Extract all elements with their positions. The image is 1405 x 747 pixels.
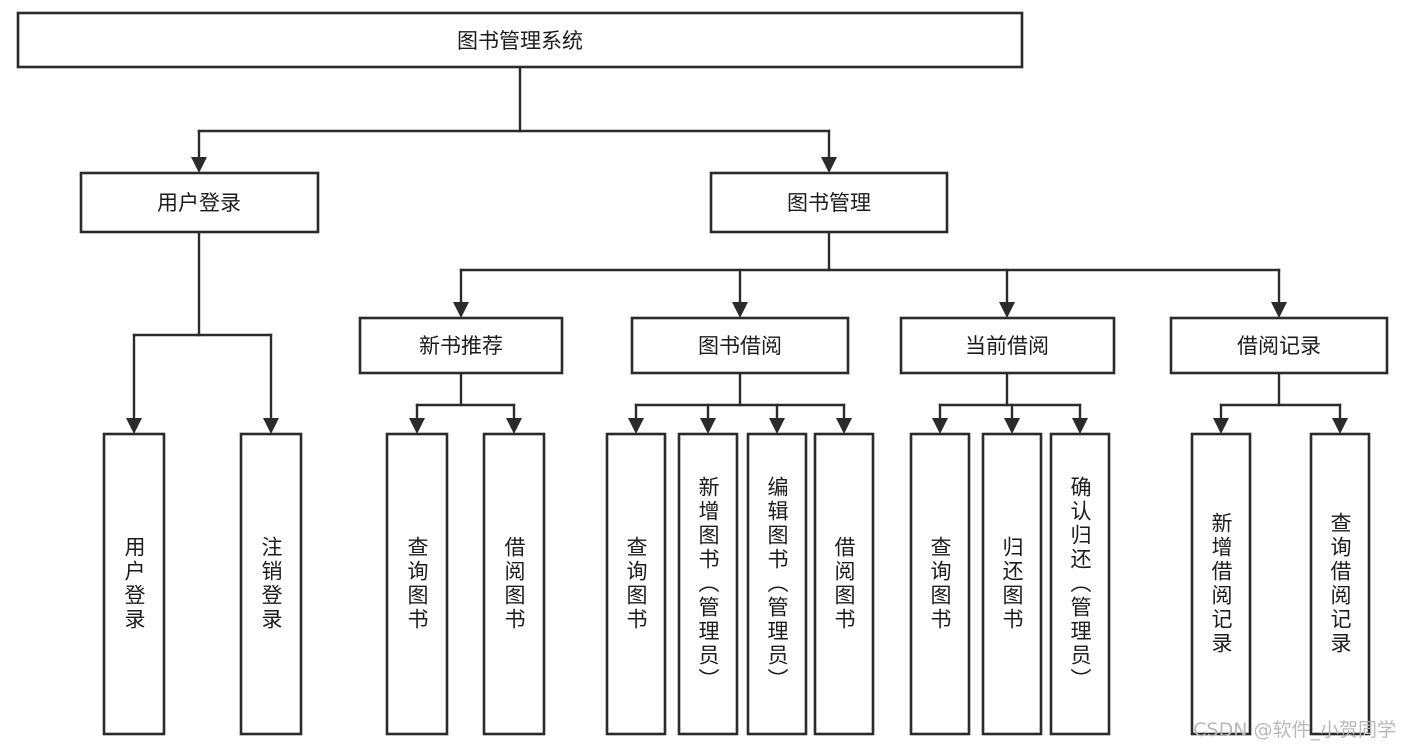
node-leaf-user-logout[interactable]: 注销登录 <box>239 432 303 736</box>
arrow-head-book-manage <box>821 157 837 173</box>
node-leaf-query-borrow-record-label: 查询借阅记录 <box>1328 512 1352 656</box>
node-current-borrow[interactable]: 当前借阅 <box>899 316 1116 375</box>
arrow-head-leaf-user-logout <box>263 418 279 434</box>
node-root-box[interactable] <box>16 11 1024 69</box>
arrow-head-new-book-recommend <box>453 302 469 318</box>
node-new-book-recommend-box[interactable] <box>358 316 564 375</box>
node-book-borrow[interactable]: 图书借阅 <box>630 316 850 375</box>
arrow-head-leaf-add-book <box>700 418 716 434</box>
node-leaf-return-book[interactable]: 归还图书 <box>981 432 1043 736</box>
node-user-login-box[interactable] <box>79 171 320 234</box>
node-leaf-edit-book-label: 编辑图书（管理员） <box>765 476 789 692</box>
node-leaf-user-login-label: 用户登录 <box>122 536 146 632</box>
node-leaf-borrow-book-label: 借阅图书 <box>832 536 856 632</box>
arrow-head-leaf-borrow-book <box>836 418 852 434</box>
node-leaf-edit-book-box[interactable] <box>746 432 808 736</box>
arrow-head-leaf-query-book-current <box>932 418 948 434</box>
node-book-manage-label: 图书管理 <box>787 191 871 215</box>
node-leaf-add-book-box[interactable] <box>677 432 739 736</box>
arrow-head-current-borrow <box>999 302 1015 318</box>
node-leaf-query-book-recommend-box[interactable] <box>385 432 449 736</box>
watermark-text: CSDN @软件_小贺同学 <box>1193 719 1396 741</box>
node-new-book-recommend-label: 新书推荐 <box>419 334 503 358</box>
node-leaf-query-book-current-label: 查询图书 <box>928 536 952 632</box>
node-book-borrow-box[interactable] <box>630 316 850 375</box>
node-leaf-borrow-book[interactable]: 借阅图书 <box>813 432 875 736</box>
connector-layer <box>126 65 1348 434</box>
node-leaf-query-borrow-record[interactable]: 查询借阅记录 <box>1309 432 1371 736</box>
arrow-head-borrow-record <box>1271 302 1287 318</box>
node-leaf-confirm-return-label: 确认归还（管理员） <box>1068 476 1092 692</box>
arrow-head-leaf-add-borrow-record <box>1213 418 1229 434</box>
node-user-login-label: 用户登录 <box>157 191 241 215</box>
node-borrow-record-label: 借阅记录 <box>1237 334 1321 358</box>
node-leaf-borrow-book-box[interactable] <box>813 432 875 736</box>
node-leaf-confirm-return[interactable]: 确认归还（管理员） <box>1049 432 1111 736</box>
node-leaf-query-book-borrow[interactable]: 查询图书 <box>605 432 667 736</box>
arrow-head-leaf-query-borrow-record <box>1332 418 1348 434</box>
node-book-borrow-label: 图书借阅 <box>698 334 782 358</box>
node-leaf-edit-book[interactable]: 编辑图书（管理员） <box>746 432 808 736</box>
node-leaf-query-book-borrow-label: 查询图书 <box>624 536 648 632</box>
arrow-head-leaf-query-book-recommend <box>409 418 425 434</box>
node-current-borrow-box[interactable] <box>899 316 1116 375</box>
arrow-head-leaf-borrow-book-recommend <box>506 418 522 434</box>
node-root-label: 图书管理系统 <box>457 29 583 53</box>
arrow-head-leaf-query-book-borrow <box>628 418 644 434</box>
arrow-head-user-login <box>191 157 207 173</box>
node-leaf-return-book-label: 归还图书 <box>1000 536 1024 632</box>
node-user-login[interactable]: 用户登录 <box>79 171 320 234</box>
arrow-head-book-borrow <box>732 302 748 318</box>
node-leaf-query-borrow-record-box[interactable] <box>1309 432 1371 736</box>
node-leaf-user-logout-label: 注销登录 <box>259 536 283 632</box>
node-leaf-user-login[interactable]: 用户登录 <box>102 432 166 736</box>
arrow-head-leaf-user-login <box>126 418 142 434</box>
node-root[interactable]: 图书管理系统 <box>16 11 1024 69</box>
node-leaf-confirm-return-box[interactable] <box>1049 432 1111 736</box>
node-borrow-record[interactable]: 借阅记录 <box>1169 316 1389 375</box>
node-leaf-query-book-recommend-label: 查询图书 <box>405 536 429 632</box>
node-leaf-user-logout-box[interactable] <box>239 432 303 736</box>
node-leaf-query-book-current-box[interactable] <box>909 432 971 736</box>
node-leaf-add-book-label: 新增图书（管理员） <box>696 476 720 692</box>
node-book-manage[interactable]: 图书管理 <box>709 171 949 234</box>
node-leaf-add-book[interactable]: 新增图书（管理员） <box>677 432 739 736</box>
node-leaf-borrow-book-recommend[interactable]: 借阅图书 <box>482 432 546 736</box>
arrow-head-leaf-edit-book <box>769 418 785 434</box>
node-leaf-add-borrow-record-box[interactable] <box>1190 432 1252 736</box>
arrow-head-leaf-confirm-return <box>1072 418 1088 434</box>
node-leaf-query-book-current[interactable]: 查询图书 <box>909 432 971 736</box>
node-leaf-query-book-recommend[interactable]: 查询图书 <box>385 432 449 736</box>
node-leaf-user-login-box[interactable] <box>102 432 166 736</box>
arrow-head-leaf-return-book <box>1004 418 1020 434</box>
node-book-manage-box[interactable] <box>709 171 949 234</box>
node-leaf-borrow-book-recommend-box[interactable] <box>482 432 546 736</box>
node-leaf-return-book-box[interactable] <box>981 432 1043 736</box>
node-leaf-add-borrow-record-label: 新增借阅记录 <box>1209 512 1233 656</box>
node-leaf-add-borrow-record[interactable]: 新增借阅记录 <box>1190 432 1252 736</box>
node-borrow-record-box[interactable] <box>1169 316 1389 375</box>
node-new-book-recommend[interactable]: 新书推荐 <box>358 316 564 375</box>
node-current-borrow-label: 当前借阅 <box>965 334 1049 358</box>
node-leaf-borrow-book-recommend-label: 借阅图书 <box>502 536 526 632</box>
node-leaf-query-book-borrow-box[interactable] <box>605 432 667 736</box>
